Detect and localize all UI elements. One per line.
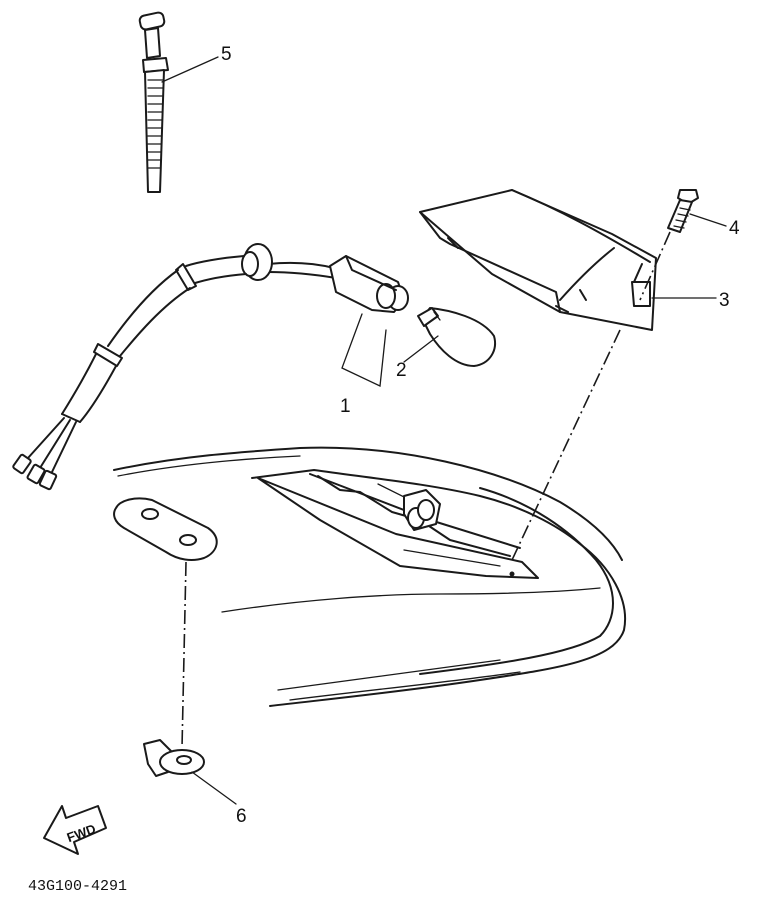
leader-line-6 [191,771,237,805]
leader-line-2 [403,335,439,363]
cable-tie-part-5[interactable] [138,11,169,193]
leader-line-5 [161,56,219,83]
rear-fender [113,446,627,707]
leader-line-1 [341,313,387,387]
mounting-plate[interactable] [113,497,218,561]
callout-6: 6 [236,806,247,827]
callout-3: 3 [719,290,730,311]
lens-axis-line [511,329,621,561]
callout-1: 1 [340,396,351,417]
socket-cord-part-1[interactable] [12,243,409,491]
screw-part-4[interactable] [667,189,699,233]
lens-cover-part-3[interactable] [419,189,657,331]
screw-axis-line [639,231,671,301]
plate-axis-line [181,561,187,749]
diagram-code: 43G100-4291 [28,878,127,895]
leader-line-4 [689,213,727,227]
callout-4: 4 [729,218,740,239]
nut-part-6[interactable] [143,739,205,777]
forward-arrow-icon: FWD [43,805,107,855]
bulb-part-2[interactable] [417,307,496,367]
callout-2: 2 [396,360,407,381]
callout-5: 5 [221,44,232,65]
